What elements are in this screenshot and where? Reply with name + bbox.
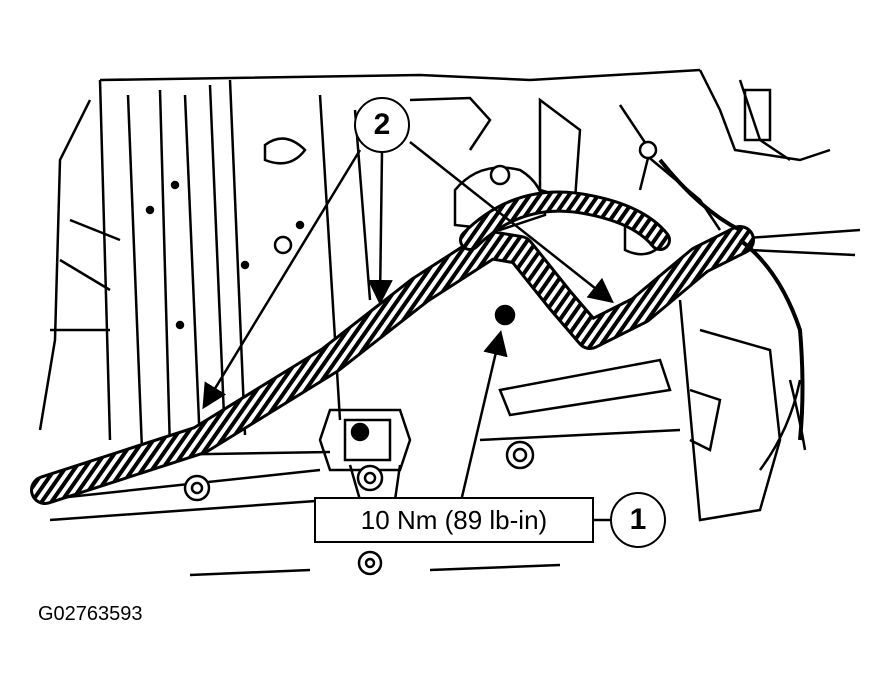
torque-spec-label: 10 Nm (89 lb-in): [314, 497, 594, 543]
callout-2: 2: [354, 97, 410, 153]
callout-leader-lines: [202, 141, 614, 522]
figure-id: G02763593: [38, 603, 143, 625]
fasteners: [145, 140, 658, 576]
vehicle-body-panels: [38, 68, 861, 577]
wiring-harness: [30, 158, 805, 505]
callout-1: 1: [610, 492, 666, 548]
